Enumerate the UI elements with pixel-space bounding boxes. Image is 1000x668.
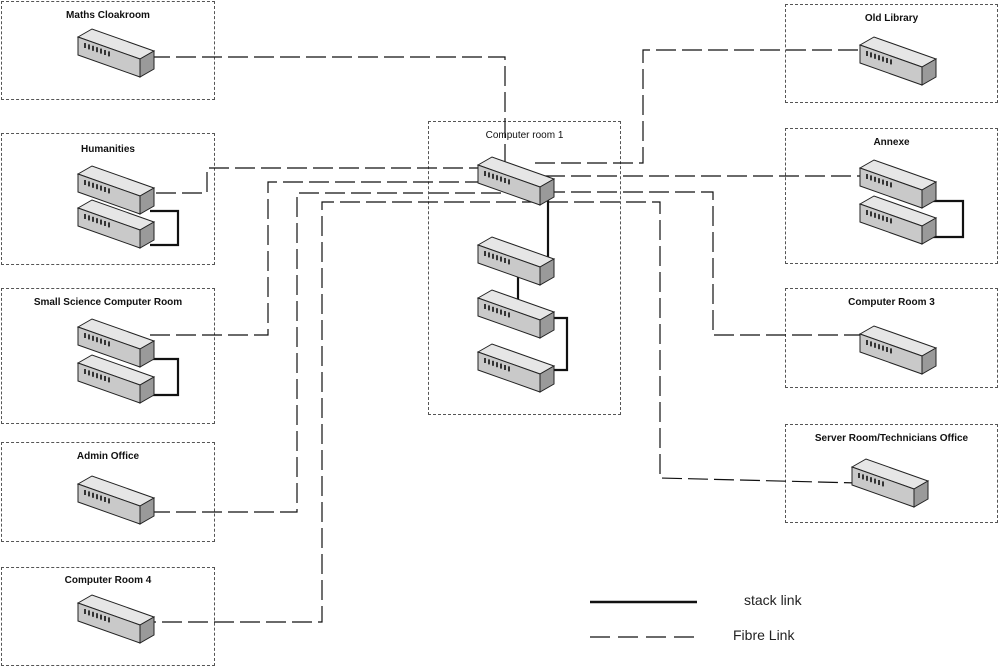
network-switch-icon bbox=[859, 36, 937, 86]
stack-link-humanities bbox=[150, 209, 180, 247]
room-old-library: Old Library bbox=[785, 4, 998, 103]
network-switch-icon bbox=[851, 458, 929, 508]
room-admin-office: Admin Office bbox=[1, 442, 215, 542]
network-switch-icon bbox=[477, 343, 555, 393]
room-small-science: Small Science Computer Room bbox=[1, 288, 215, 424]
room-label: Annexe bbox=[873, 137, 910, 148]
network-switch-icon bbox=[77, 28, 155, 78]
room-label: Admin Office bbox=[76, 451, 140, 462]
room-label: Small Science Computer Room bbox=[33, 297, 183, 308]
network-switch-icon bbox=[77, 475, 155, 525]
room-computer-room-3: Computer Room 3 bbox=[785, 288, 998, 388]
room-annexe: Annexe bbox=[785, 128, 998, 264]
room-label: Computer Room 4 bbox=[64, 575, 152, 586]
room-label: Maths Cloakroom bbox=[66, 10, 150, 21]
fibre-link-humanities bbox=[130, 167, 485, 194]
room-label: Computer room 1 bbox=[485, 130, 564, 141]
network-switch-icon bbox=[477, 236, 555, 286]
fibre-link-old-library bbox=[535, 49, 865, 164]
legend-fibre-link-label: Fibre Link bbox=[733, 627, 795, 643]
room-computer-room-1: Computer room 1 bbox=[428, 121, 621, 415]
room-server-room: Server Room/Technicians Office bbox=[785, 424, 998, 523]
room-label: Humanities bbox=[81, 144, 135, 155]
network-switch-icon bbox=[859, 325, 937, 375]
network-switch-icon bbox=[477, 156, 555, 206]
stack-link-annexe bbox=[933, 199, 965, 239]
fibre-link-maths-cloakroom bbox=[150, 56, 506, 165]
room-label: Computer Room 3 bbox=[848, 297, 935, 308]
room-humanities: Humanities bbox=[1, 133, 215, 265]
fibre-link-small-science bbox=[150, 181, 485, 336]
room-maths-cloakroom: Maths Cloakroom bbox=[1, 1, 215, 100]
room-label: Old Library bbox=[864, 13, 919, 24]
stack-link-small-science bbox=[150, 357, 180, 397]
fibre-link-admin-office bbox=[150, 192, 515, 513]
fibre-link-computer-room-4 bbox=[110, 201, 859, 623]
fibre-link-computer-room-3 bbox=[545, 191, 865, 336]
network-switch-icon bbox=[477, 289, 555, 339]
network-switch-icon bbox=[77, 594, 155, 644]
stack-link-cr1-3-4 bbox=[552, 316, 569, 372]
legend-stack-link-label: stack link bbox=[744, 592, 802, 608]
room-computer-room-4: Computer Room 4 bbox=[1, 567, 215, 666]
room-label: Server Room/Technicians Office bbox=[814, 433, 969, 444]
